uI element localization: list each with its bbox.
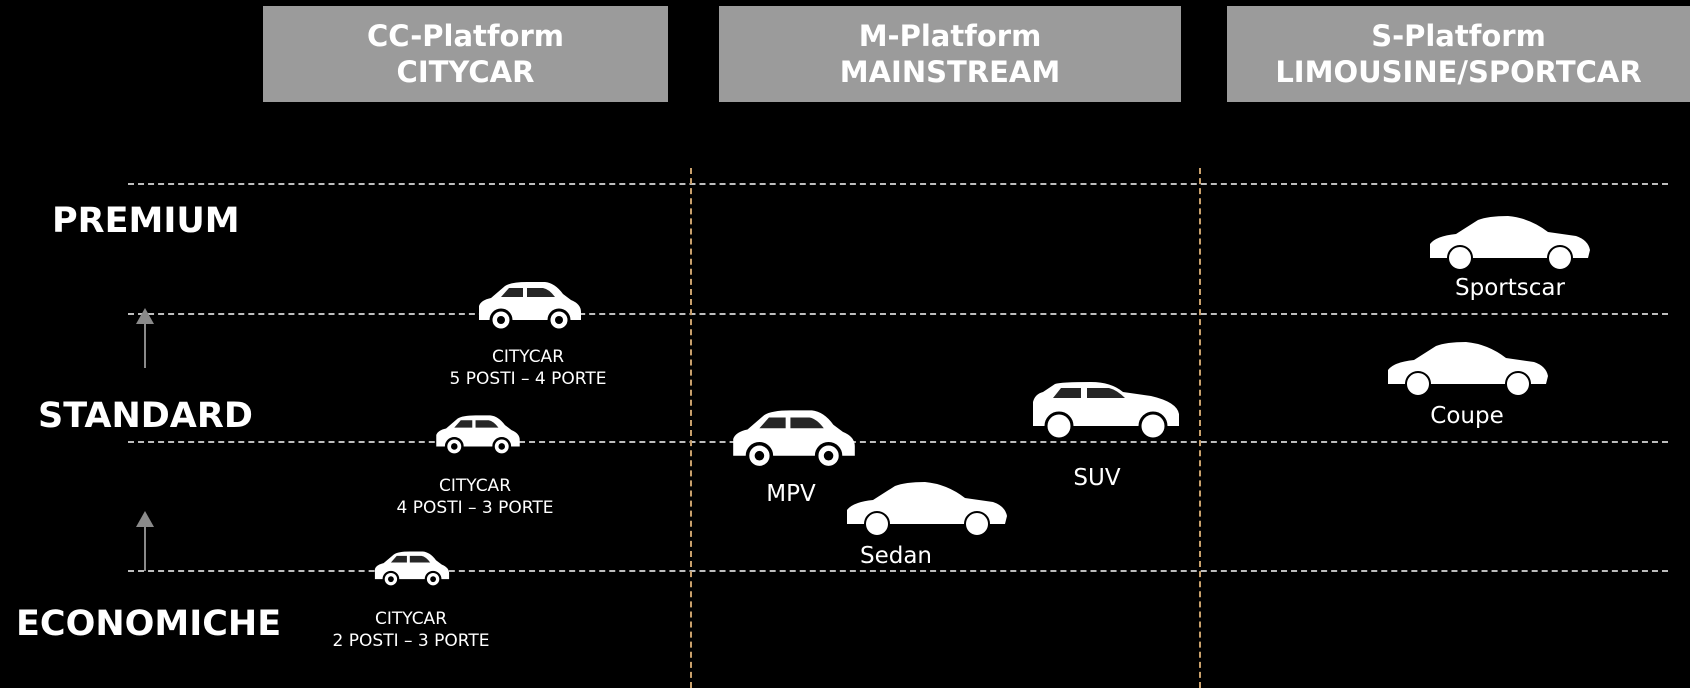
column-divider-2 — [1199, 168, 1201, 688]
vehicle-label-citycar-2-seat: CITYCAR 2 POSTI – 3 PORTE — [333, 608, 490, 652]
vehicle-spec: 5 POSTI – 4 PORTE — [449, 369, 607, 389]
arrow-up-icon — [136, 511, 154, 571]
platform-name: M-Platform — [858, 19, 1042, 53]
vehicle-spec: 4 POSTI – 3 PORTE — [396, 498, 554, 518]
platform-name: S-Platform — [1371, 19, 1546, 53]
citycar-4-seat-icon — [435, 414, 521, 456]
sedan-icon — [846, 481, 1008, 537]
vehicle-type: CITYCAR — [374, 609, 448, 629]
vehicle-type: CITYCAR — [438, 476, 512, 496]
citycar-2-seat-icon — [373, 550, 451, 588]
vehicle-type: CITYCAR — [491, 347, 565, 367]
tier-label-premium: PREMIUM — [52, 201, 240, 241]
tier-divider-premium — [128, 183, 1668, 185]
vehicle-label-sportscar: Sportscar — [1455, 275, 1565, 301]
platform-segment: MAINSTREAM — [839, 55, 1061, 89]
vehicle-label-sedan: Sedan — [859, 543, 933, 569]
platform-header-m: M-Platform MAINSTREAM — [719, 6, 1181, 102]
mpv-icon — [731, 408, 857, 470]
vehicle-label-suv: SUV — [1073, 465, 1121, 491]
platform-segment: CITYCAR — [396, 55, 535, 89]
vehicle-spec: 2 POSTI – 3 PORTE — [332, 631, 490, 651]
tier-label-economy: ECONOMICHE — [16, 604, 282, 644]
citycar-5-seat-icon — [477, 280, 583, 332]
column-divider-1 — [690, 168, 692, 688]
vehicle-label-coupe: Coupe — [1430, 403, 1504, 429]
sportscar-icon — [1429, 215, 1591, 271]
arrow-up-icon — [136, 308, 154, 368]
tier-divider-economy — [128, 570, 1668, 572]
tier-label-standard: STANDARD — [38, 396, 253, 436]
coupe-icon — [1387, 341, 1549, 397]
platform-name: CC-Platform — [367, 19, 564, 53]
platform-header-s: S-Platform LIMOUSINE/SPORTCAR — [1227, 6, 1690, 102]
vehicle-label-citycar-5-seat: CITYCAR 5 POSTI – 4 PORTE — [450, 346, 607, 390]
tier-divider-standard — [128, 441, 1668, 443]
vehicle-label-mpv: MPV — [766, 481, 816, 507]
suv-icon — [1031, 382, 1181, 440]
tier-divider-upper — [128, 313, 1668, 315]
platform-segment: LIMOUSINE/SPORTCAR — [1275, 55, 1642, 89]
platform-header-cc: CC-Platform CITYCAR — [263, 6, 668, 102]
vehicle-label-citycar-4-seat: CITYCAR 4 POSTI – 3 PORTE — [397, 475, 554, 519]
